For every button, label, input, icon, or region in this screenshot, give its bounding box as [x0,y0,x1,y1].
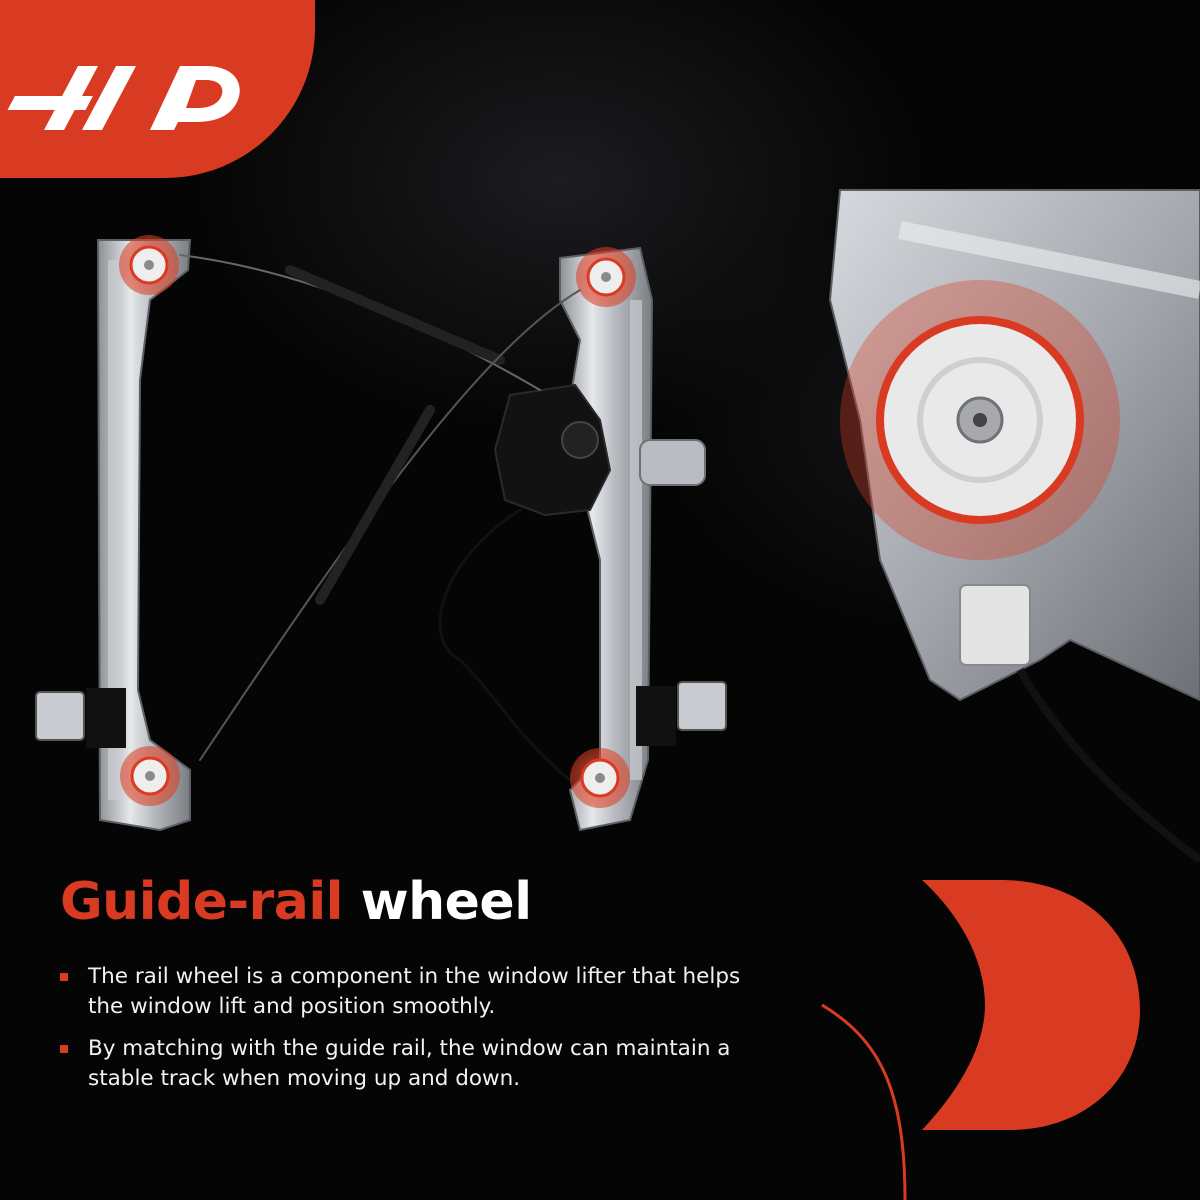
wheel-highlight-top-left [119,235,179,295]
bullet-item: The rail wheel is a component in the win… [58,962,758,1022]
mounting-clips [35,681,727,748]
right-guide-rail [559,246,654,832]
d-shape-mark-icon [821,880,1140,1200]
square-bullet-icon [60,1045,68,1053]
headline-rest: wheel [360,872,532,932]
wheel-highlight-bottom-right [570,748,630,808]
feature-bullet-list: The rail wheel is a component in the win… [58,962,758,1106]
ap-logo-icon [7,66,240,130]
headline-accent: Guide-rail [60,872,343,932]
wheel-highlight-bottom-left [120,746,180,806]
left-guide-rail [96,239,192,832]
motor-carrier [493,383,706,517]
wheel-highlight-top-right [576,247,636,307]
headline: Guide-rail wheel [60,872,532,932]
bullet-item: By matching with the guide rail, the win… [58,1034,758,1094]
bullet-text: The rail wheel is a component in the win… [88,964,741,1019]
bullet-text: By matching with the guide rail, the win… [88,1036,731,1091]
lifter-cables [179,254,581,782]
square-bullet-icon [60,973,68,981]
wheel-closeup [828,189,1200,864]
